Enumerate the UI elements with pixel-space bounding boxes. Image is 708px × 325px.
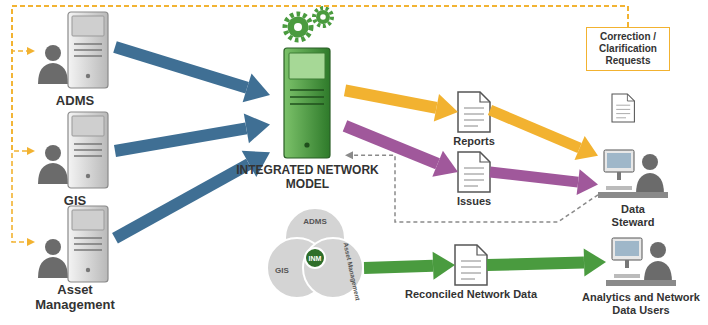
arrow-shaft: [115, 47, 247, 88]
arrow-shaft: [12, 6, 628, 151]
arrow-shaft: [345, 90, 436, 108]
server-icon: [68, 12, 108, 88]
arrow-head: [434, 94, 458, 122]
arrow-shaft: [345, 126, 438, 164]
arrow-shaft: [115, 128, 246, 151]
flow-arrow: [115, 47, 270, 102]
workstation-figure: [598, 150, 668, 198]
venn-label: Asset Management: [341, 237, 362, 307]
node-label: GIS: [25, 193, 125, 209]
venn-label: GIS: [275, 266, 289, 275]
arrow-head: [27, 47, 35, 55]
arrow-head: [584, 249, 606, 277]
document-icon: [458, 152, 490, 192]
node-label: Issues: [439, 195, 509, 208]
user-figure: [38, 145, 68, 184]
server-icon: [68, 206, 108, 282]
arrow-shaft: [487, 263, 584, 265]
model-node: INTEGRATED NETWORK MODEL: [270, 5, 345, 160]
box-text: Correction / Clarification Requests: [591, 31, 665, 67]
arrow-head: [433, 252, 455, 280]
system-node: GIS: [35, 112, 115, 190]
document-node: Issues: [458, 152, 490, 192]
request-box: Correction / Clarification Requests: [586, 27, 670, 71]
document-icon: [455, 245, 487, 285]
node-label: Analytics and Network Data Users: [579, 291, 703, 316]
arrow-head: [432, 151, 458, 177]
arrow-head: [27, 147, 35, 155]
inm-server-icon: [284, 48, 330, 158]
system-node: Asset Management: [35, 204, 115, 280]
flow-arrow: [345, 90, 458, 121]
arrow-shaft: [115, 164, 249, 238]
arrow-head: [244, 114, 270, 144]
person-node: Analytics and Network Data Users: [606, 236, 676, 288]
workstation-figure: [606, 238, 676, 286]
arrow-head: [27, 238, 35, 246]
node-label: INTEGRATED NETWORK MODEL: [233, 163, 383, 192]
node-label: Data Steward: [602, 203, 664, 228]
document-icon: [458, 92, 490, 132]
flow-arrow: [364, 252, 455, 280]
gear-icon: [285, 8, 332, 40]
person-node: Data Steward: [598, 148, 668, 200]
flow-arrow: [345, 151, 598, 222]
flow-arrow: [12, 6, 628, 155]
system-node: ADMS: [35, 12, 115, 90]
flow-arrow: [490, 110, 598, 160]
arrow-shaft: [364, 266, 433, 268]
flow-arrow: [12, 6, 628, 55]
arrow-head: [243, 74, 270, 103]
venn-core-text: INM: [309, 255, 322, 262]
venn-label: ADMS: [286, 217, 344, 226]
node-label: ADMS: [25, 93, 125, 109]
request-document-icon: [612, 94, 634, 122]
arrow-head: [577, 169, 598, 195]
node-label: Reports: [439, 135, 509, 148]
arrow-shaft: [490, 172, 578, 182]
document-node: Reconciled Network Data: [455, 245, 487, 285]
flow-arrow: [115, 114, 270, 151]
user-figure: [38, 239, 68, 278]
venn-core: INM: [304, 247, 326, 269]
arrow-shaft: [490, 110, 580, 148]
arrow-shaft: [12, 6, 628, 51]
flow-arrow: [490, 169, 598, 195]
document-node: Reports: [458, 92, 490, 132]
arrow-head: [345, 151, 353, 159]
user-figure: [38, 45, 68, 84]
arrow-head: [575, 136, 599, 160]
node-label: Reconciled Network Data: [381, 288, 561, 301]
server-icon: [68, 112, 108, 188]
node-label: Asset Management: [20, 283, 130, 313]
flow-arrow: [487, 249, 606, 277]
arrow-shaft: [353, 155, 598, 222]
